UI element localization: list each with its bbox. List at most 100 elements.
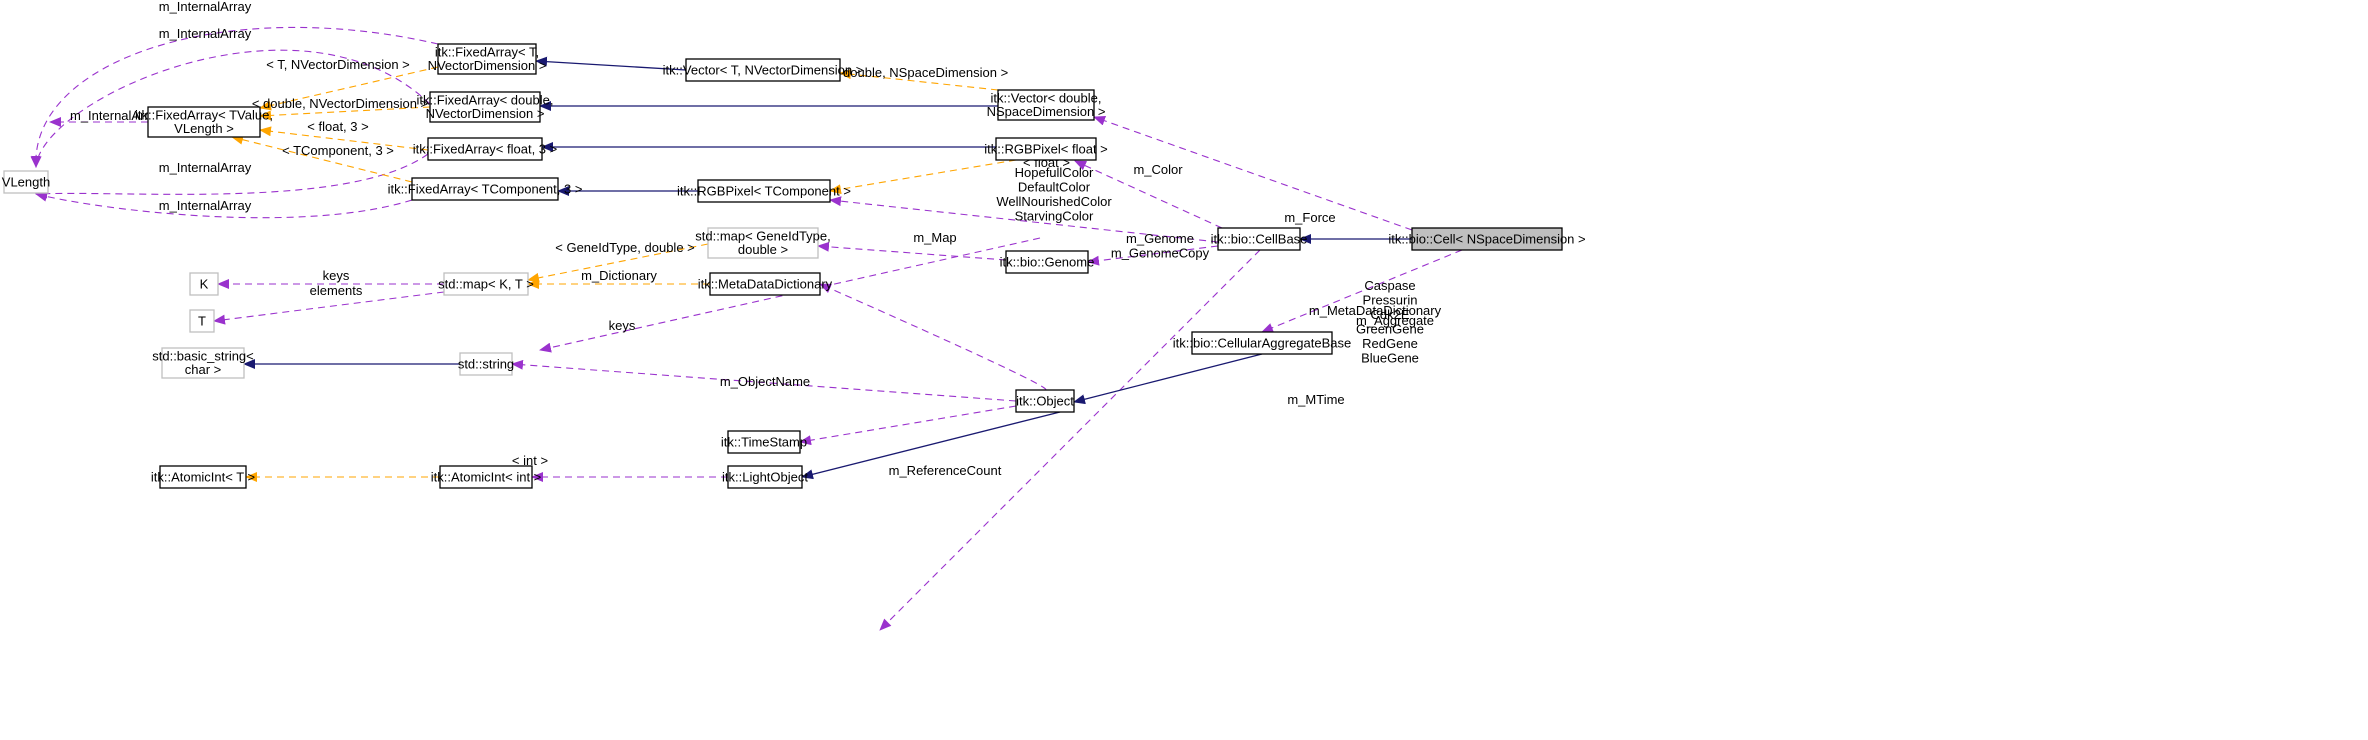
class-node-vec_double_nspace[interactable]: itk::Vector< double,NSpaceDimension > <box>987 89 1106 121</box>
edge-label-vec_t_nvec-to-vec_double_nspace: < double, NSpaceDimension > <box>832 65 1008 80</box>
class-node-lightobject[interactable]: itk::LightObject <box>722 465 808 489</box>
class-node-fa_double_nvec[interactable]: itk::FixedArray< double,NVectorDimension… <box>417 91 554 123</box>
class-node-label-cell: itk::bio::Cell< NSpaceDimension > <box>1388 232 1585 247</box>
class-node-box-genome <box>1005 250 1089 274</box>
class-node-label-fa_t_nvec: itk::FixedArray< T,NVectorDimension > <box>428 45 547 74</box>
edge-label-fa_tvalue-to-fa_float3: < float, 3 > <box>307 119 368 134</box>
class-node-label-aggbase: itk::bio::CellularAggregateBase <box>1173 336 1352 351</box>
edge-map_geneid-to-genome <box>817 241 1007 261</box>
edge-label-vlength-to-fa_double_nvec: m_InternalArray <box>159 26 252 41</box>
class-node-box-fa_float3 <box>427 137 543 161</box>
class-node-label-atomic_int: itk::AtomicInt< int > <box>431 470 542 485</box>
class-node-label-object: itk::Object <box>1016 394 1074 409</box>
class-node-box-atomic_t <box>159 465 247 489</box>
edge-object-to-lightobject <box>801 411 1061 480</box>
edge-label-stdstring-to-map_geneid: keys <box>609 318 636 333</box>
class-node-vec_t_nvec[interactable]: itk::Vector< T, NVectorDimension > <box>663 58 864 82</box>
class-node-box-vec_double_nspace <box>997 89 1095 121</box>
class-node-label-atomic_t: itk::AtomicInt< T > <box>151 470 255 485</box>
class-node-box-fa_t_nvec <box>437 43 537 75</box>
class-node-label-map_geneid: std::map< GeneIdType,double > <box>695 229 831 258</box>
edge-aggbase-to-object <box>1073 353 1263 405</box>
class-node-fa_tcomp3[interactable]: itk::FixedArray< TComponent, 3 > <box>388 177 583 201</box>
edge-vlength-to-fa_tcomp3 <box>35 191 413 219</box>
class-node-genome[interactable]: itk::bio::Genome <box>1000 250 1095 274</box>
edge-label-map_geneid-to-genome: m_Map <box>913 230 956 245</box>
class-node-label-t: T <box>198 314 206 329</box>
edge-vec_double_nspace-to-cell <box>1093 115 1413 231</box>
class-node-atomic_int[interactable]: itk::AtomicInt< int > <box>431 465 542 489</box>
class-node-box-fa_tvalue <box>147 106 261 138</box>
class-node-k[interactable]: K <box>189 272 219 296</box>
class-node-stdstring[interactable]: std::string <box>458 352 514 376</box>
class-node-timestamp[interactable]: itk::TimeStamp <box>721 430 807 454</box>
class-node-label-vlength: VLength <box>2 175 50 190</box>
edge-label-atomic_int-to-lightobject: m_ReferenceCount <box>889 463 1002 478</box>
class-node-t[interactable]: T <box>189 309 215 333</box>
edge-vlength-to-fa_float3 <box>35 153 429 199</box>
class-node-atomic_t[interactable]: itk::AtomicInt< T > <box>151 465 255 489</box>
class-node-cell[interactable]: itk::bio::Cell< NSpaceDimension > <box>1388 227 1586 251</box>
class-node-basic_string[interactable]: std::basic_string<char > <box>152 347 254 379</box>
edge-label-vlength-to-fa_float3: m_InternalArray <box>159 160 252 175</box>
edge-label-t-to-map_kt: elements <box>310 283 363 298</box>
edge-metadict-to-object <box>819 283 1047 391</box>
class-node-fa_float3[interactable]: itk::FixedArray< float, 3 > <box>413 137 558 161</box>
class-node-label-fa_tvalue: itk::FixedArray< TValue,VLength > <box>135 108 273 137</box>
class-node-box-rgb_float <box>995 137 1097 161</box>
edge-stdstring-to-cellbase <box>879 249 1261 631</box>
edge-vlength-to-fa_double_nvec <box>31 49 431 168</box>
class-node-object[interactable]: itk::Object <box>1015 389 1075 413</box>
class-node-map_geneid[interactable]: std::map< GeneIdType,double > <box>695 227 831 259</box>
class-node-box-vlength <box>3 170 49 194</box>
edge-label-rgb_float-to-cellbase: m_Color <box>1133 162 1183 177</box>
edge-label-vlength-to-fa_t_nvec: m_InternalArray <box>159 0 252 14</box>
edge-rgb_tcomp-to-cellbase <box>829 196 1219 243</box>
class-node-fa_tvalue[interactable]: itk::FixedArray< TValue,VLength > <box>135 106 273 138</box>
class-node-label-cellbase: itk::bio::CellBase <box>1211 232 1308 247</box>
class-node-label-map_kt: std::map< K, T > <box>438 277 534 292</box>
class-node-box-map_geneid <box>707 227 819 259</box>
class-node-rgb_tcomp[interactable]: itk::RGBPixel< TComponent > <box>677 179 851 203</box>
edge-label-atomic_t-to-atomic_int: < int > <box>512 453 548 468</box>
edge-t-to-map_kt <box>213 291 445 325</box>
class-node-rgb_float[interactable]: itk::RGBPixel< float > <box>984 137 1108 161</box>
edge-label-fa_tvalue-to-fa_t_nvec: < T, NVectorDimension > <box>266 57 410 72</box>
edge-label-metadict-to-object: m_MetaDataDictionary <box>1309 303 1442 318</box>
edge-fa_tvalue-to-fa_t_nvec <box>259 66 439 111</box>
class-node-fa_t_nvec[interactable]: itk::FixedArray< T,NVectorDimension > <box>428 43 547 75</box>
class-node-box-map_kt <box>443 272 529 296</box>
class-node-label-genome: itk::bio::Genome <box>1000 255 1095 270</box>
class-node-label-fa_float3: itk::FixedArray< float, 3 > <box>413 142 558 157</box>
class-node-metadict[interactable]: itk::MetaDataDictionary <box>698 272 833 296</box>
edge-label-vlength-to-fa_tcomp3: m_InternalArray <box>159 198 252 213</box>
edge-vlength-to-fa_t_nvec <box>30 26 439 168</box>
class-node-cellbase[interactable]: itk::bio::CellBase <box>1211 227 1308 251</box>
class-node-box-t <box>189 309 215 333</box>
edge-genome-to-cellbase <box>1087 245 1219 266</box>
edge-fa_t_nvec-to-vec_t_nvec <box>535 56 687 71</box>
class-node-label-metadict: itk::MetaDataDictionary <box>698 277 833 292</box>
class-node-aggbase[interactable]: itk::bio::CellularAggregateBase <box>1173 331 1352 355</box>
edge-vec_t_nvec-to-vec_double_nspace <box>839 69 999 91</box>
edge-stdstring-to-object <box>511 359 1017 402</box>
class-node-box-aggbase <box>1191 331 1333 355</box>
class-node-box-object <box>1015 389 1075 413</box>
class-node-label-stdstring: std::string <box>458 357 514 372</box>
edge-fa_tvalue-to-fa_double_nvec <box>259 106 431 121</box>
class-node-box-cell <box>1411 227 1563 251</box>
class-node-label-basic_string: std::basic_string<char > <box>152 349 254 378</box>
edge-label-map_kt-to-metadict: m_Dictionary <box>581 268 657 283</box>
class-node-label-rgb_tcomp: itk::RGBPixel< TComponent > <box>677 184 851 199</box>
class-node-box-cellbase <box>1217 227 1301 251</box>
edge-rgb_tcomp-to-rgb_float <box>829 159 1017 195</box>
class-node-vlength[interactable]: VLength <box>2 170 50 194</box>
class-node-map_kt[interactable]: std::map< K, T > <box>438 272 534 296</box>
edge-fa_tvalue-to-fa_float3 <box>259 126 429 151</box>
edge-label-fa_tvalue-to-fa_double_nvec: < double, NVectorDimension > <box>252 96 428 111</box>
class-node-box-vec_t_nvec <box>685 58 841 82</box>
class-node-label-timestamp: itk::TimeStamp <box>721 435 807 450</box>
